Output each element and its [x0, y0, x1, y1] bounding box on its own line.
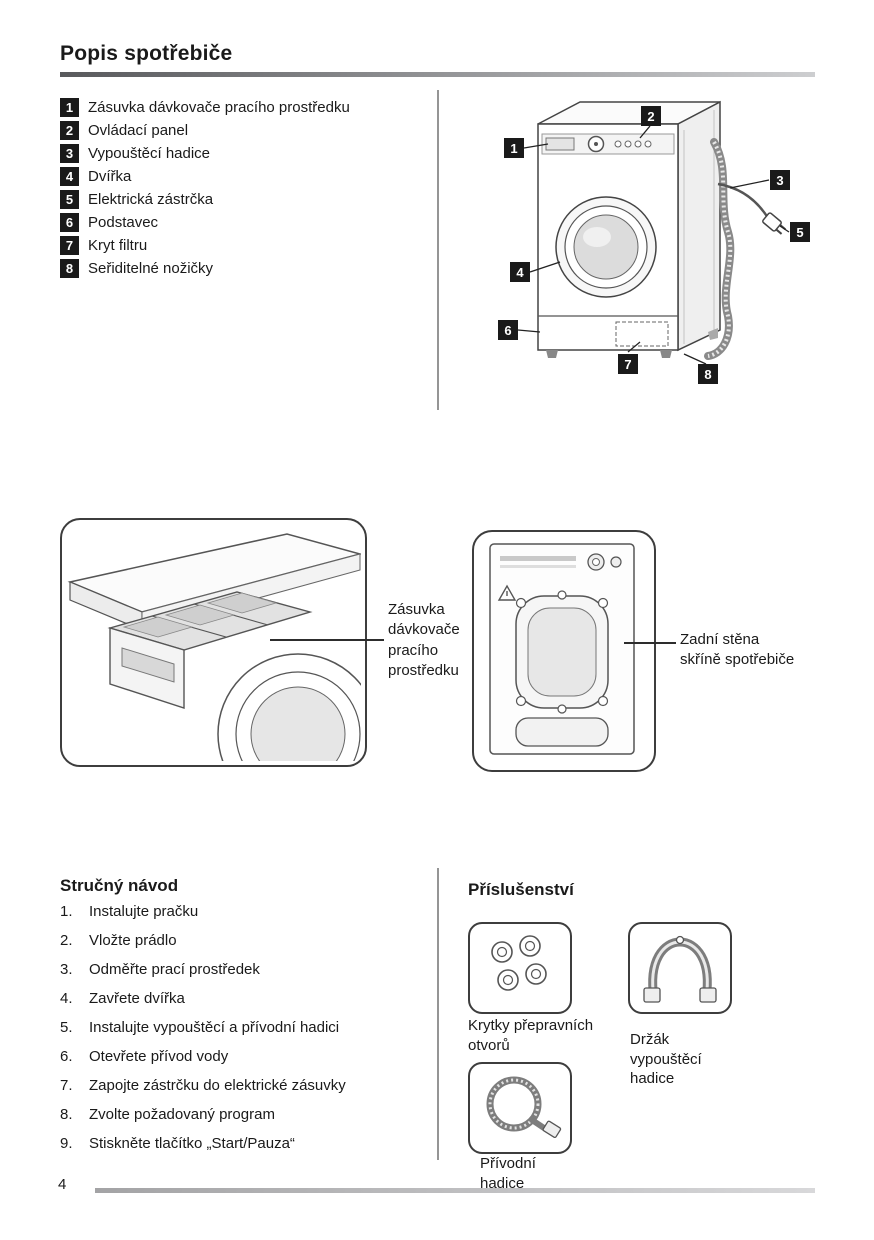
- title-rule: [60, 72, 815, 77]
- parts-list-item: 8 Seřiditelné nožičky: [60, 257, 350, 280]
- vertical-divider-top: [437, 90, 439, 410]
- parts-list-item: 5 Elektrická zástrčka: [60, 188, 350, 211]
- quick-guide-step: 2. Vložte prádlo: [60, 932, 420, 961]
- step-text: Vložte prádlo: [89, 932, 177, 949]
- drawer-caption-leader-line: [270, 639, 384, 641]
- diagram-callout-6: 6: [498, 320, 518, 340]
- accessory-caption-inlet-hose: Přívodní hadice: [480, 1155, 536, 1192]
- part-number-badge: 5: [60, 190, 79, 209]
- step-number: 8.: [60, 1106, 73, 1123]
- accessory-box-transport-caps: [468, 922, 572, 1014]
- diagram-callout-5: 5: [790, 222, 810, 242]
- step-number: 2.: [60, 932, 73, 949]
- detergent-drawer-illustration: [67, 533, 365, 765]
- step-text: Otevřete přívod vody: [89, 1048, 229, 1065]
- back-panel-figure-caption: Zadní stěna skříně spotřebiče: [680, 631, 795, 669]
- part-label: Elektrická zástrčka: [88, 191, 214, 208]
- quick-guide-step: 9. Stiskněte tlačítko „Start/Pauza“: [60, 1135, 420, 1164]
- step-text: Stiskněte tlačítko „Start/Pauza“: [89, 1135, 295, 1152]
- step-number: 3.: [60, 961, 73, 978]
- step-number: 9.: [60, 1135, 73, 1152]
- step-number: 7.: [60, 1077, 73, 1094]
- part-label: Ovládací panel: [88, 122, 189, 139]
- part-label: Dvířka: [88, 168, 132, 185]
- diagram-callout-3: 3: [770, 170, 790, 190]
- accessory-caption-transport-caps: Krytky přepravních otvorů: [468, 1017, 594, 1054]
- parts-list-item: 4 Dvířka: [60, 165, 350, 188]
- step-number: 6.: [60, 1048, 73, 1065]
- step-number: 4.: [60, 990, 73, 1007]
- part-number-badge: 1: [60, 98, 79, 117]
- diagram-callout-2: 2: [641, 106, 661, 126]
- detail-figure-back-panel: [472, 530, 656, 772]
- step-text: Instalujte pračku: [89, 903, 199, 920]
- accessory-box-hose-holder: [628, 922, 732, 1014]
- diagram-callout-1: 1: [504, 138, 524, 158]
- back-panel-illustration: [489, 543, 635, 755]
- part-number-badge: 4: [60, 167, 79, 186]
- part-label: Kryt filtru: [88, 237, 148, 254]
- hose-holder-illustration: [643, 935, 717, 1003]
- quick-guide-step: 8. Zvolte požadovaný program: [60, 1106, 420, 1135]
- footer-rule: [95, 1188, 815, 1193]
- part-label: Podstavec: [88, 214, 159, 231]
- part-label: Seřiditelné nožičky: [88, 260, 214, 277]
- step-number: 5.: [60, 1019, 73, 1036]
- parts-list-item: 1 Zásuvka dávkovače pracího prostředku: [60, 96, 350, 119]
- page-title: Popis spotřebiče: [60, 42, 233, 65]
- quick-guide-step: 6. Otevřete přívod vody: [60, 1048, 420, 1077]
- parts-list-item: 6 Podstavec: [60, 211, 350, 234]
- part-number-badge: 2: [60, 121, 79, 140]
- parts-list-item: 2 Ovládací panel: [60, 119, 350, 142]
- step-number: 1.: [60, 903, 73, 920]
- diagram-callout-7: 7: [618, 354, 638, 374]
- transport-caps-illustration: [491, 935, 547, 991]
- quick-guide-steps: 1. Instalujte pračku 2. Vložte prádlo 3.…: [60, 903, 420, 1164]
- parts-list-item: 3 Vypouštěcí hadice: [60, 142, 350, 165]
- accessory-caption-hose-holder: Držák vypouštěcí hadice: [630, 1031, 702, 1087]
- washing-machine-diagram: 1 2 3 4 5 6 7 8: [468, 92, 838, 392]
- accessory-box-inlet-hose: [468, 1062, 572, 1154]
- step-text: Zavřete dvířka: [89, 990, 185, 1007]
- quick-guide-step: 7. Zapojte zástrčku do elektrické zásuvk…: [60, 1077, 420, 1106]
- diagram-callout-4: 4: [510, 262, 530, 282]
- drawer-figure-caption: Zásuvka dávkovače pracího prostředku: [388, 601, 460, 679]
- parts-list: 1 Zásuvka dávkovače pracího prostředku 2…: [60, 96, 350, 280]
- part-number-badge: 8: [60, 259, 79, 278]
- diagram-callout-8: 8: [698, 364, 718, 384]
- quick-guide-step: 4. Zavřete dvířka: [60, 990, 420, 1019]
- part-number-badge: 6: [60, 213, 79, 232]
- inlet-hose-illustration: [486, 1076, 562, 1139]
- quick-guide-step: 1. Instalujte pračku: [60, 903, 420, 932]
- detail-figure-drawer: [60, 518, 367, 767]
- quick-guide-heading: Stručný návod: [60, 876, 179, 895]
- vertical-divider-bottom: [437, 868, 439, 1160]
- step-text: Odměřte prací prostředek: [89, 961, 260, 978]
- part-label: Zásuvka dávkovače pracího prostředku: [88, 99, 350, 116]
- page-number: 4: [58, 1176, 67, 1193]
- accessories-heading: Příslušenství: [468, 880, 574, 899]
- step-text: Instalujte vypouštěcí a přívodní hadici: [89, 1019, 340, 1036]
- quick-guide-step: 5. Instalujte vypouštěcí a přívodní hadi…: [60, 1019, 420, 1048]
- part-number-badge: 7: [60, 236, 79, 255]
- parts-list-item: 7 Kryt filtru: [60, 234, 350, 257]
- step-text: Zapojte zástrčku do elektrické zásuvky: [89, 1077, 346, 1094]
- quick-guide-step: 3. Odměřte prací prostředek: [60, 961, 420, 990]
- step-text: Zvolte požadovaný program: [89, 1106, 275, 1123]
- part-label: Vypouštěcí hadice: [88, 145, 211, 162]
- part-number-badge: 3: [60, 144, 79, 163]
- back-panel-caption-leader-line: [624, 642, 676, 644]
- washing-machine-illustration: [517, 100, 790, 365]
